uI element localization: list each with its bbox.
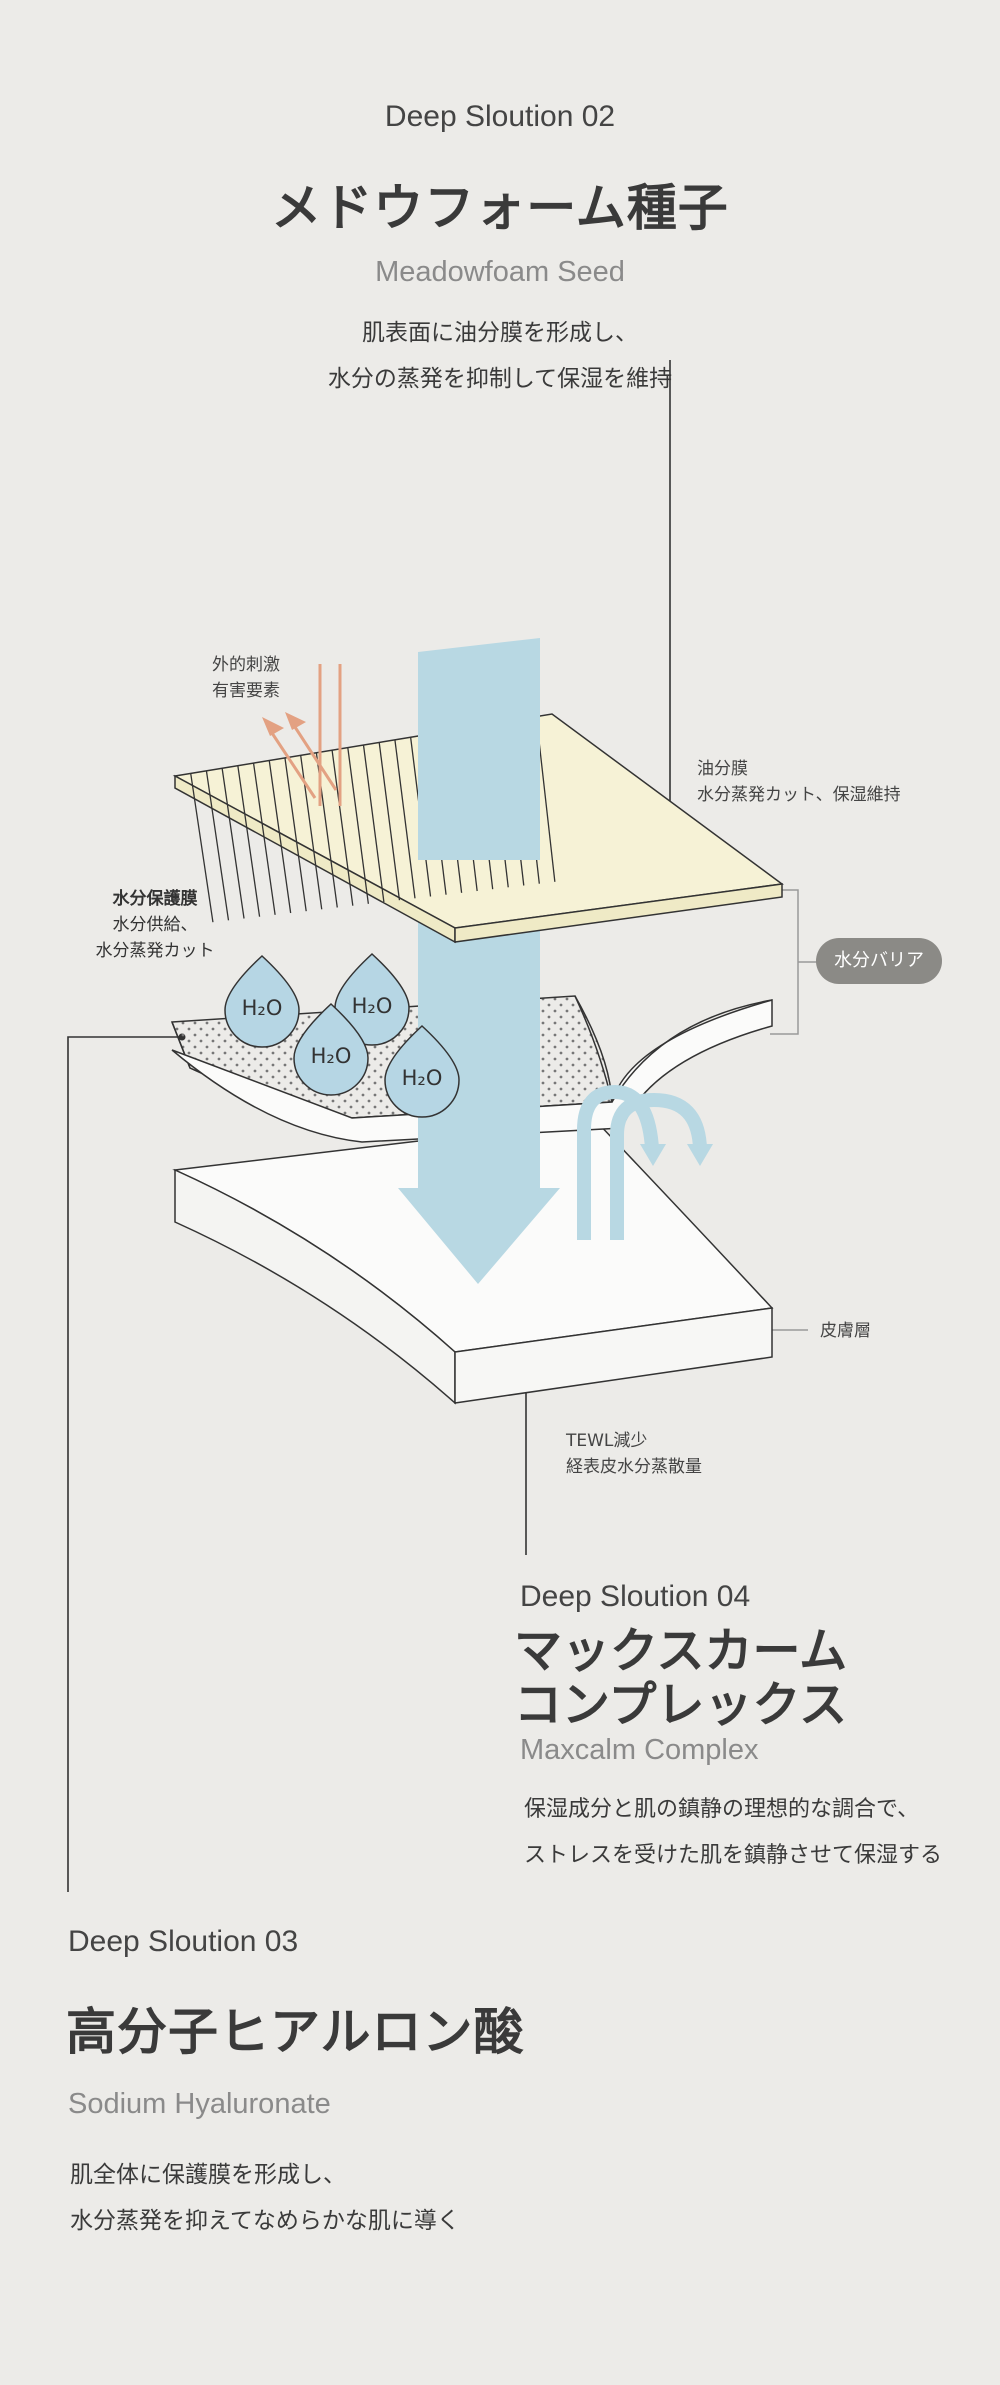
external-stimulus-label: 外的刺激 有害要素 — [212, 652, 280, 704]
label-line: 水分供給、 — [112, 915, 198, 935]
droplet-label: H₂O — [311, 1044, 352, 1068]
skin-layer-label: 皮膚層 — [820, 1321, 871, 1341]
description-line: 水分蒸発を抑えてなめらかな肌に導く — [70, 2208, 460, 2234]
evaporation-arrowhead — [687, 1144, 713, 1166]
water-column — [418, 638, 540, 860]
label-line: 水分蒸発カット — [95, 941, 215, 961]
h2o-droplets — [224, 952, 460, 1118]
leader-line-sol03 — [67, 1036, 182, 1892]
solution-description: 肌全体に保護膜を形成し、 水分蒸発を抑えてなめらかな肌に導く — [70, 2152, 670, 2244]
solution-title: 高分子ヒアルロン酸 — [66, 2003, 525, 2061]
label-line: TEWL減少 — [566, 1431, 648, 1451]
oil-stripe — [205, 770, 230, 921]
droplet-label: H₂O — [242, 996, 283, 1020]
oil-stripe — [394, 739, 416, 899]
moisture-layer-label: 水分保護膜 水分供給、 水分蒸発カット — [80, 886, 230, 964]
oil-stripe — [221, 768, 245, 919]
oil-stripe — [362, 744, 385, 903]
description-line: 保湿成分と肌の鎮静の理想的な調合で、 — [524, 1797, 920, 1822]
oil-stripe — [190, 773, 214, 923]
oil-stripe — [331, 750, 354, 906]
solution-subtitle: Sodium Hyaluronate — [68, 2088, 331, 2120]
barrier-bracket — [770, 889, 818, 1035]
solution-description: 肌表面に油分膜を形成し、 水分の蒸発を抑制して保湿を維持 — [0, 310, 1000, 402]
solution-title: メドウフォーム種子 — [271, 179, 729, 237]
title-line: マックスカーム — [514, 1623, 848, 1679]
oil-stripe — [284, 757, 307, 912]
droplet-label: H₂O — [402, 1066, 443, 1090]
description-line: 肌全体に保護膜を形成し、 — [70, 2162, 346, 2188]
description-line: ストレスを受けた肌を鎮静させて保湿する — [524, 1843, 943, 1868]
oil-stripe — [252, 762, 276, 915]
description-line: 水分の蒸発を抑制して保湿を維持 — [327, 366, 673, 392]
label-line: 水分保護膜 — [112, 889, 198, 909]
evaporation-arrowhead — [640, 1144, 666, 1166]
moisture-barrier-badge: 水分バリア — [816, 938, 942, 984]
oil-stripe — [237, 765, 261, 917]
label-line: 外的刺激 — [212, 655, 280, 675]
droplet — [384, 1024, 460, 1118]
droplet — [224, 954, 300, 1048]
solution-number: Deep Sloution 02 — [384, 100, 616, 133]
oil-stripe — [347, 747, 370, 904]
solution-number: Deep Sloution 03 — [68, 1925, 299, 1958]
oil-stripe — [268, 760, 292, 914]
tewl-label: TEWL減少 経表皮水分蒸散量 — [566, 1428, 702, 1480]
solution-subtitle: Maxcalm Complex — [520, 1734, 759, 1766]
label-line: 有害要素 — [212, 681, 280, 701]
solution-description: 保湿成分と肌の鎮静の理想的な調合で、 ストレスを受けた肌を鎮静させて保湿する — [524, 1787, 994, 1879]
solution-number: Deep Sloution 04 — [520, 1580, 751, 1613]
evaporation-arrows — [577, 1084, 707, 1240]
label-line: 水分蒸発カット、保湿維持 — [697, 785, 901, 805]
droplet — [293, 1002, 369, 1096]
label-line: 油分膜 — [697, 759, 748, 779]
description-line: 肌表面に油分膜を形成し、 — [362, 320, 638, 346]
title-line: コンプレックス — [514, 1677, 848, 1733]
solution-subtitle: Meadowfoam Seed — [375, 256, 625, 288]
oil-stripe — [378, 742, 401, 901]
label-line: 経表皮水分蒸散量 — [566, 1457, 702, 1477]
external-stimulus-arrows — [262, 664, 342, 806]
oil-layer-label: 油分膜 水分蒸発カット、保湿維持 — [697, 756, 901, 808]
droplet-label: H₂O — [352, 994, 393, 1018]
water-down-arrow — [398, 860, 560, 1284]
droplet — [334, 952, 410, 1046]
solution-title: マックスカーム コンプレックス — [514, 1624, 974, 1732]
